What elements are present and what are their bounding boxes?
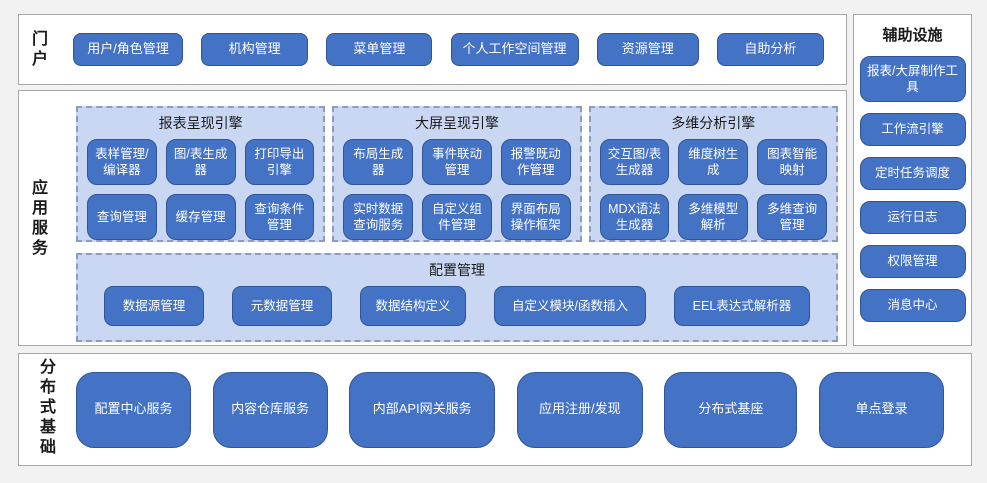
engine-button-model-parser[interactable]: 多维模型解析 [678,194,749,240]
distributed-label: 分布式基础 [39,359,56,456]
base-button-api-gateway[interactable]: 内部API网关服务 [349,371,496,448]
engine-button-query-condition-mgmt[interactable]: 查询条件管理 [244,194,315,240]
portal-button-org-mgmt[interactable]: 机构管理 [201,33,309,66]
base-button-distributed-base[interactable]: 分布式基座 [664,371,798,448]
config-button-metadata-mgmt[interactable]: 元数据管理 [232,286,332,326]
aux-button-workflow-engine[interactable]: 工作流引擎 [859,113,966,146]
engine-row: 报表呈现引擎 表样管理/编译器 图/表生成器 打印导出引擎 查询管理 缓存管理 … [76,106,838,242]
engine-button-alarm-action[interactable]: 报警既动作管理 [500,139,571,185]
engine-box-report: 报表呈现引擎 表样管理/编译器 图/表生成器 打印导出引擎 查询管理 缓存管理 … [76,106,326,242]
portal-panel: 门户 用户/角色管理 机构管理 菜单管理 个人工作空间管理 资源管理 自助分析 [18,14,847,85]
config-button-eel-parser[interactable]: EEL表达式解析器 [674,286,810,326]
portal-button-self-analysis[interactable]: 自助分析 [716,33,824,66]
config-button-custom-module-function[interactable]: 自定义模块/函数插入 [494,286,646,326]
engine-button-mdx-generator[interactable]: MDX语法生成器 [599,194,670,240]
config-button-datasource-mgmt[interactable]: 数据源管理 [104,286,204,326]
engine-button-query-mgmt[interactable]: 查询管理 [87,194,157,240]
engine-title-olap: 多维分析引擎 [671,115,756,131]
distributed-button-row: 配置中心服务 内容仓库服务 内部API网关服务 应用注册/发现 分布式基座 单点… [76,354,944,465]
app-services-label: 应用服务 [31,180,48,257]
aux-button-permission-mgmt[interactable]: 权限管理 [859,245,966,278]
portal-button-row: 用户/角色管理 机构管理 菜单管理 个人工作空间管理 资源管理 自助分析 [73,15,824,84]
engine-grid-olap: 交互图/表生成器 维度树生成 图表智能映射 MDX语法生成器 多维模型解析 多维… [599,139,827,240]
engine-button-chart-mapping[interactable]: 图表智能映射 [757,139,827,185]
engine-grid-dashboard: 布局生成器 事件联动管理 报警既动作管理 实时数据查询服务 自定义组件管理 界面… [343,139,571,240]
portal-button-user-role-mgmt[interactable]: 用户/角色管理 [73,33,183,66]
aux-button-task-scheduler[interactable]: 定时任务调度 [859,157,966,190]
config-title: 配置管理 [429,262,485,278]
base-button-sso[interactable]: 单点登录 [818,371,944,448]
engine-button-realtime-query[interactable]: 实时数据查询服务 [343,194,414,240]
config-box: 配置管理 数据源管理 元数据管理 数据结构定义 自定义模块/函数插入 EEL表达… [76,253,838,342]
aux-button-message-center[interactable]: 消息中心 [859,289,966,322]
engine-button-dimension-tree[interactable]: 维度树生成 [678,139,749,185]
portal-label: 门户 [31,31,48,68]
engine-button-event-linkage[interactable]: 事件联动管理 [422,139,492,185]
base-button-content-repo[interactable]: 内容仓库服务 [212,371,328,448]
portal-button-workspace-mgmt[interactable]: 个人工作空间管理 [450,33,579,66]
app-services-panel: 应用服务 报表呈现引擎 表样管理/编译器 图/表生成器 打印导出引擎 查询管理 … [18,90,847,346]
config-button-data-structure[interactable]: 数据结构定义 [360,286,466,326]
portal-button-resource-mgmt[interactable]: 资源管理 [596,33,699,66]
engine-button-cache-mgmt[interactable]: 缓存管理 [165,194,236,240]
engine-grid-report: 表样管理/编译器 图/表生成器 打印导出引擎 查询管理 缓存管理 查询条件管理 [87,139,315,240]
engine-button-chart-generator[interactable]: 图/表生成器 [165,139,236,185]
engine-title-report: 报表呈现引擎 [158,115,243,131]
engine-button-print-export[interactable]: 打印导出引擎 [244,139,315,185]
engine-button-ui-layout-framework[interactable]: 界面布局操作框架 [500,194,571,240]
aux-button-report-screen-tool[interactable]: 报表/大屏制作工具 [859,56,966,102]
config-button-row: 数据源管理 元数据管理 数据结构定义 自定义模块/函数插入 EEL表达式解析器 [104,286,810,326]
auxiliary-title: 辅助设施 [882,27,943,44]
engine-button-interactive-chart[interactable]: 交互图/表生成器 [599,139,670,185]
distributed-panel: 分布式基础 配置中心服务 内容仓库服务 内部API网关服务 应用注册/发现 分布… [18,353,972,466]
engine-title-dashboard: 大屏呈现引擎 [414,115,499,131]
engine-button-custom-component[interactable]: 自定义组件管理 [422,194,492,240]
engine-button-layout-generator[interactable]: 布局生成器 [343,139,414,185]
engine-box-olap: 多维分析引擎 交互图/表生成器 维度树生成 图表智能映射 MDX语法生成器 多维… [588,106,838,242]
engine-button-style-compiler[interactable]: 表样管理/编译器 [87,139,157,185]
auxiliary-panel: 辅助设施 报表/大屏制作工具 工作流引擎 定时任务调度 运行日志 权限管理 消息… [853,14,972,346]
auxiliary-button-column: 报表/大屏制作工具 工作流引擎 定时任务调度 运行日志 权限管理 消息中心 [854,45,971,333]
aux-button-run-log[interactable]: 运行日志 [859,201,966,234]
portal-button-menu-mgmt[interactable]: 菜单管理 [326,33,433,66]
engine-box-dashboard: 大屏呈现引擎 布局生成器 事件联动管理 报警既动作管理 实时数据查询服务 自定义… [332,106,582,242]
base-button-app-registry[interactable]: 应用注册/发现 [516,371,643,448]
engine-button-multidim-query[interactable]: 多维查询管理 [757,194,827,240]
base-button-config-center[interactable]: 配置中心服务 [76,371,191,448]
